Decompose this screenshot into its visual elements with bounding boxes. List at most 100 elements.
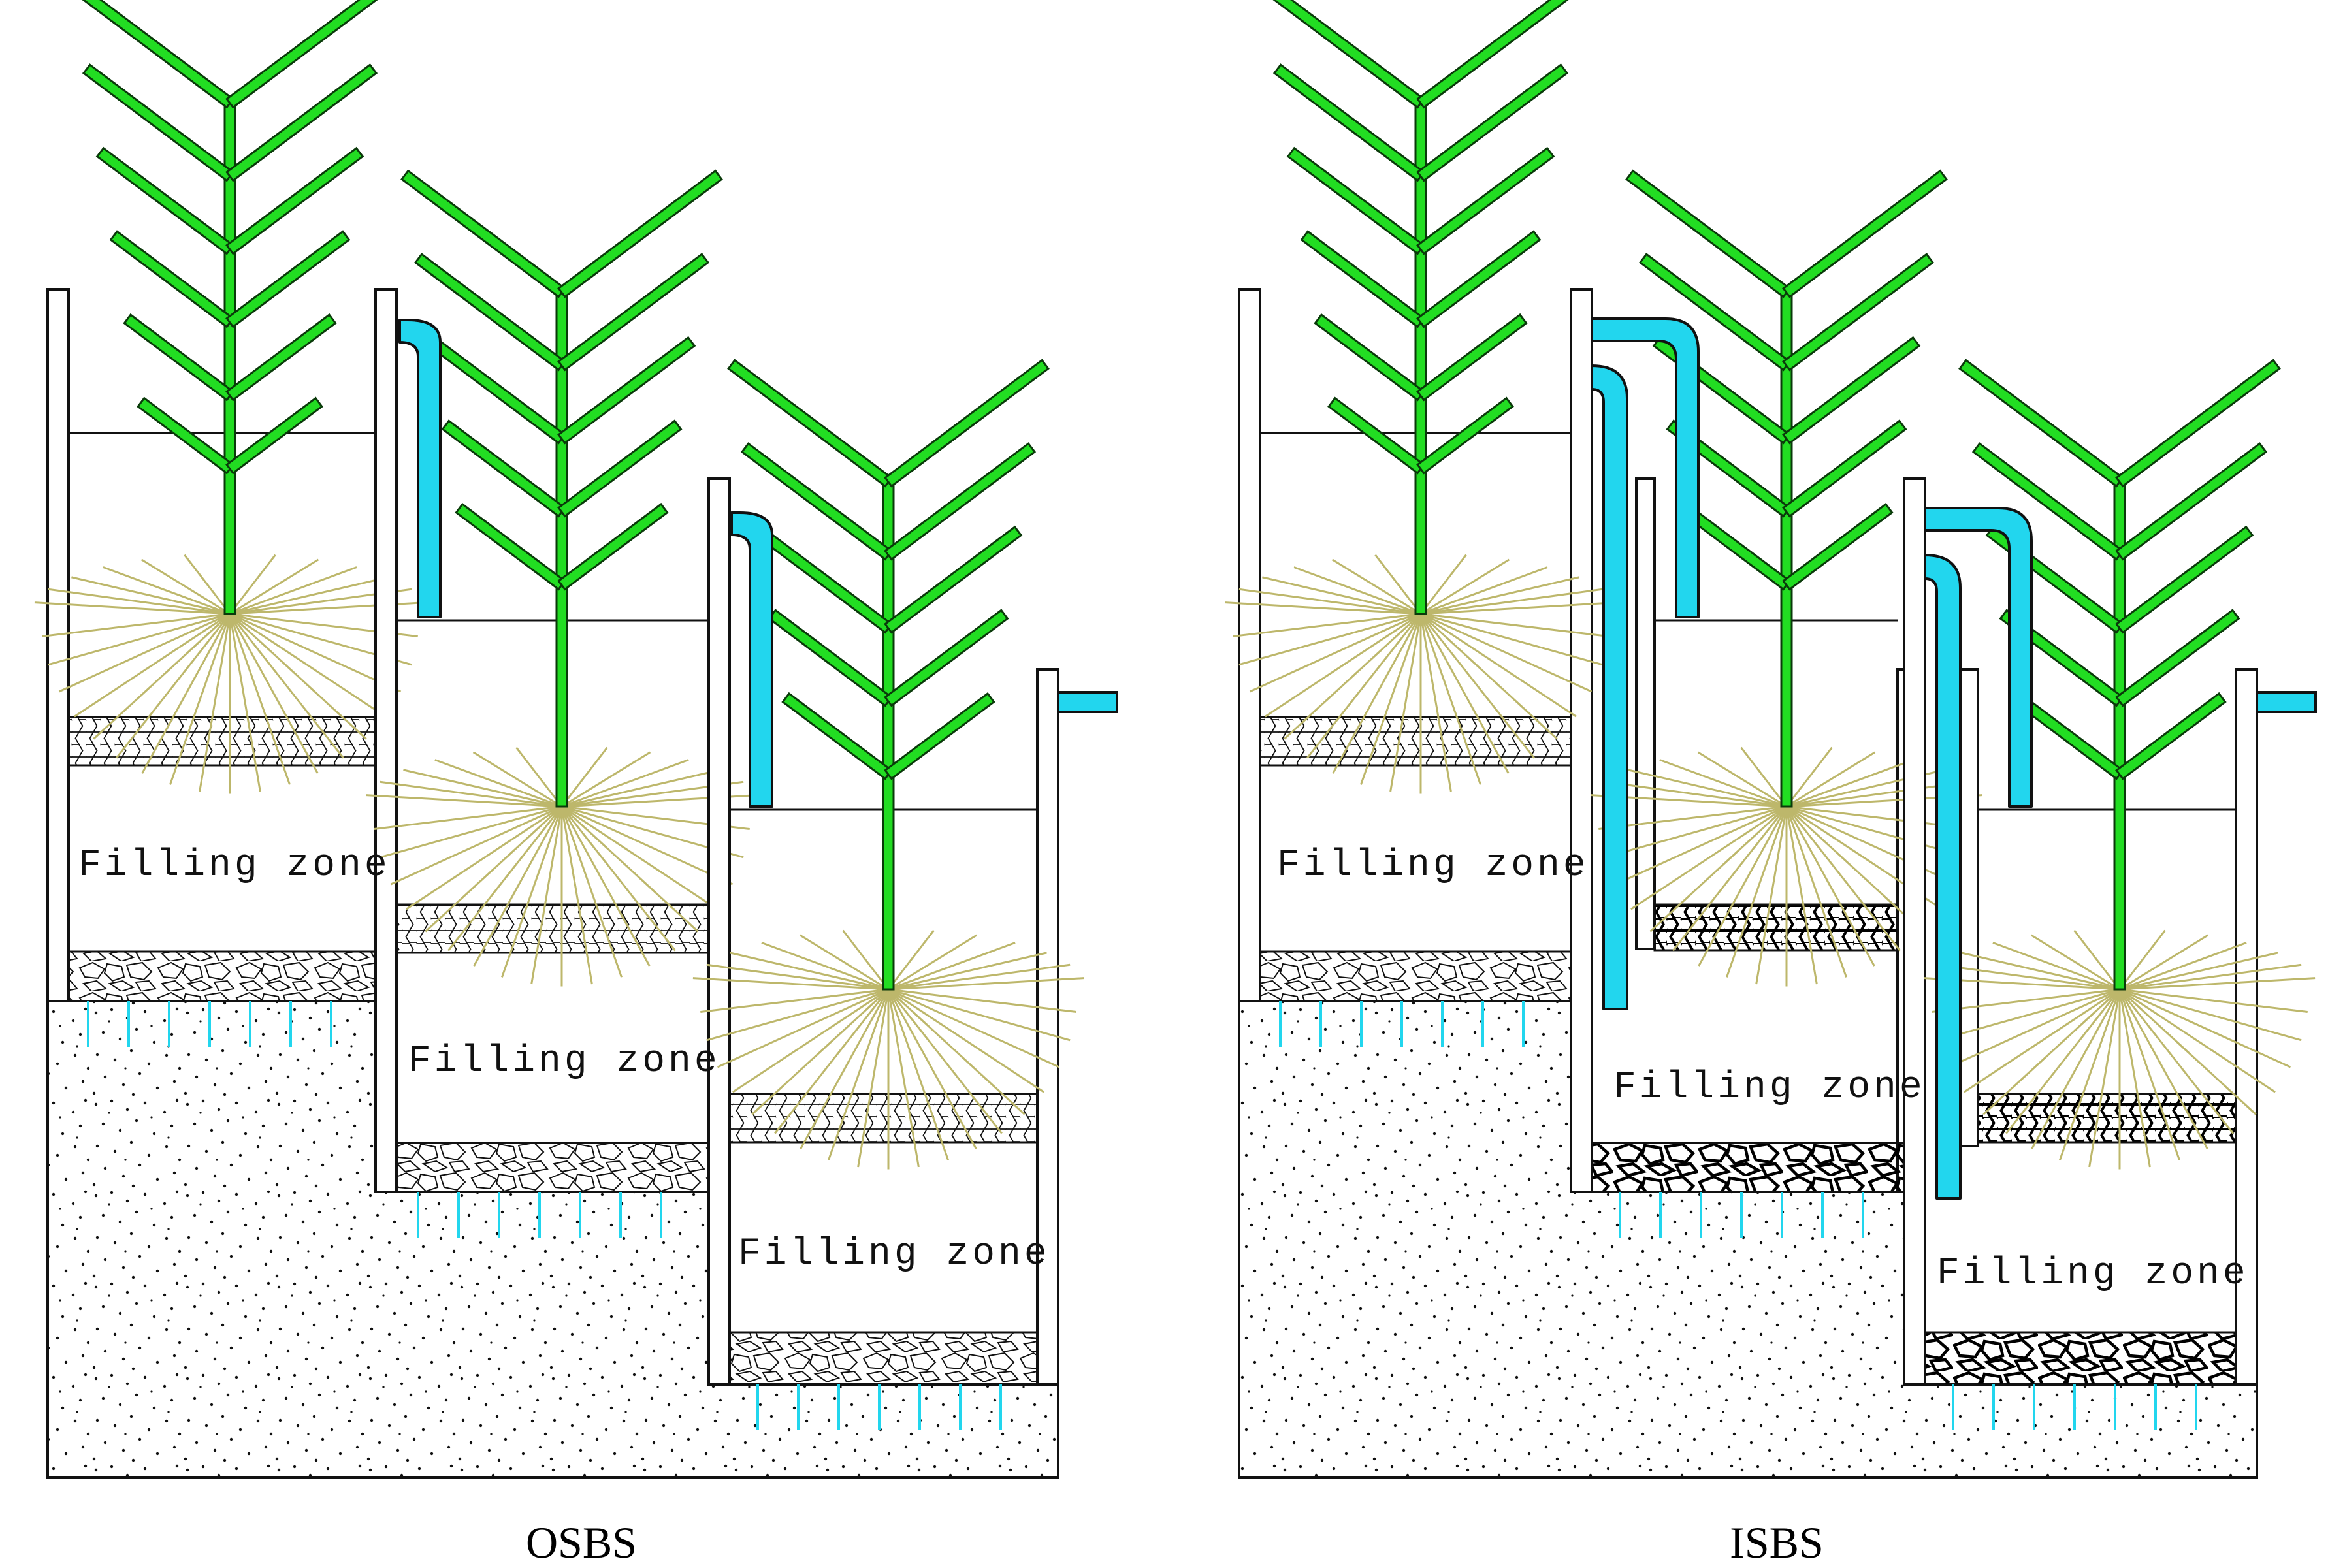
root-line (1306, 613, 1422, 759)
root-line (2118, 988, 2257, 1115)
root-line (561, 805, 718, 910)
root-line (1331, 558, 1421, 615)
root-line (774, 989, 890, 1134)
root-line (1786, 759, 1914, 808)
root-line (229, 613, 319, 774)
root-line (1698, 806, 1788, 967)
plant-leaf (1782, 169, 1948, 298)
root-line (560, 806, 676, 952)
root-line (229, 576, 389, 615)
plant-leaf (225, 146, 364, 255)
plant-leaf (1782, 253, 1935, 372)
isbs-tank3-inner-wall (1958, 668, 1979, 1147)
root-line (1233, 613, 1421, 638)
isbs-tank1-wall-left (1238, 288, 1261, 1002)
plant-leaf (1416, 313, 1528, 402)
root-line (1265, 613, 1421, 718)
plant-leaf (1416, 396, 1514, 475)
root-line (888, 988, 1076, 1014)
root-line (1332, 613, 1422, 774)
isbs-tank1-infiltration (1279, 1001, 1525, 1047)
root-line (366, 794, 562, 808)
root-line (58, 613, 231, 693)
plant-leaf (884, 359, 1050, 488)
root-line (2118, 989, 2208, 1149)
tank2-wall-left (374, 288, 398, 1193)
root-line (842, 929, 890, 990)
root-line (2088, 989, 2121, 1168)
isbs-tank2-inner-wall (1635, 477, 1656, 950)
root-line (2059, 989, 2121, 1160)
plant-leaf (1416, 230, 1542, 328)
plant-leaf (2115, 525, 2254, 634)
tank2-hex-layer (395, 903, 710, 954)
tank2-plant (400, 169, 723, 808)
root-line (74, 613, 231, 718)
root-line (888, 963, 1071, 991)
isbs-tank2-hex-layer (1653, 903, 1899, 952)
plant-leaf (1416, 146, 1555, 255)
plant-leaf (2115, 359, 2281, 488)
root-line (888, 988, 1044, 1093)
root-line (1726, 806, 1788, 978)
tank2-infiltration (417, 1192, 662, 1238)
root-line (1786, 805, 1958, 886)
stage-label-isbs-3: Filling zone (1937, 1253, 2249, 1295)
plant-leaf (455, 502, 566, 591)
root-line (1628, 769, 1787, 808)
root-line (1262, 576, 1421, 615)
root-line (1360, 613, 1422, 785)
root-line (732, 988, 889, 1093)
root-line (888, 942, 1016, 991)
root-line (692, 977, 889, 991)
root-line (2031, 989, 2121, 1149)
root-line (1982, 988, 2121, 1115)
osbs-pipe-2 (730, 511, 773, 808)
root-line (1598, 805, 1787, 831)
plant-leaf (1416, 0, 1569, 109)
tank1-hex-layer (67, 716, 377, 767)
root-line (1992, 942, 2120, 991)
root-line (229, 613, 367, 740)
plant-leaf (82, 0, 234, 109)
root-line (2005, 989, 2121, 1134)
isbs-tank3-hex-layer (1977, 1093, 2237, 1144)
root-line (140, 558, 231, 615)
tank3-wall-left (707, 477, 731, 1386)
root-line (229, 613, 291, 785)
root-line (93, 613, 231, 740)
stage-label-isbs-1: Filling zone (1277, 844, 1589, 887)
root-line (887, 989, 1003, 1134)
isbs-tank1-plant (1272, 0, 1569, 615)
root-line (1785, 805, 1924, 933)
tank1-plant (82, 0, 378, 615)
root-line (730, 952, 889, 991)
isbs-tank1-hex-layer (1259, 716, 1572, 767)
plant-leaf (1782, 502, 1894, 591)
root-line (2118, 989, 2180, 1160)
root-line (229, 613, 402, 693)
art-layer (34, 0, 2317, 1479)
root-line (1420, 613, 1603, 666)
root-line (42, 613, 231, 638)
tank1-roots (34, 553, 426, 794)
isbs-tank3-wall-left (1903, 477, 1926, 1386)
root-line (560, 806, 651, 967)
osbs-pipe-1 (398, 319, 442, 618)
plant-leaf (1782, 419, 1907, 518)
root-line (888, 988, 1060, 1068)
root-line (229, 613, 344, 759)
plant-leaf (1416, 63, 1569, 182)
plant-leaf (1327, 396, 1425, 475)
root-line (1420, 588, 1603, 615)
root-line (2030, 934, 2120, 991)
root-line (501, 806, 563, 978)
root-line (1420, 576, 1579, 615)
plant-leaf (884, 525, 1023, 634)
root-line (229, 613, 261, 792)
plant-leaf (884, 692, 995, 780)
root-line (717, 988, 889, 1068)
root-line (1238, 588, 1421, 615)
root-line (888, 988, 1071, 1042)
plant-leaf (1625, 169, 1791, 298)
